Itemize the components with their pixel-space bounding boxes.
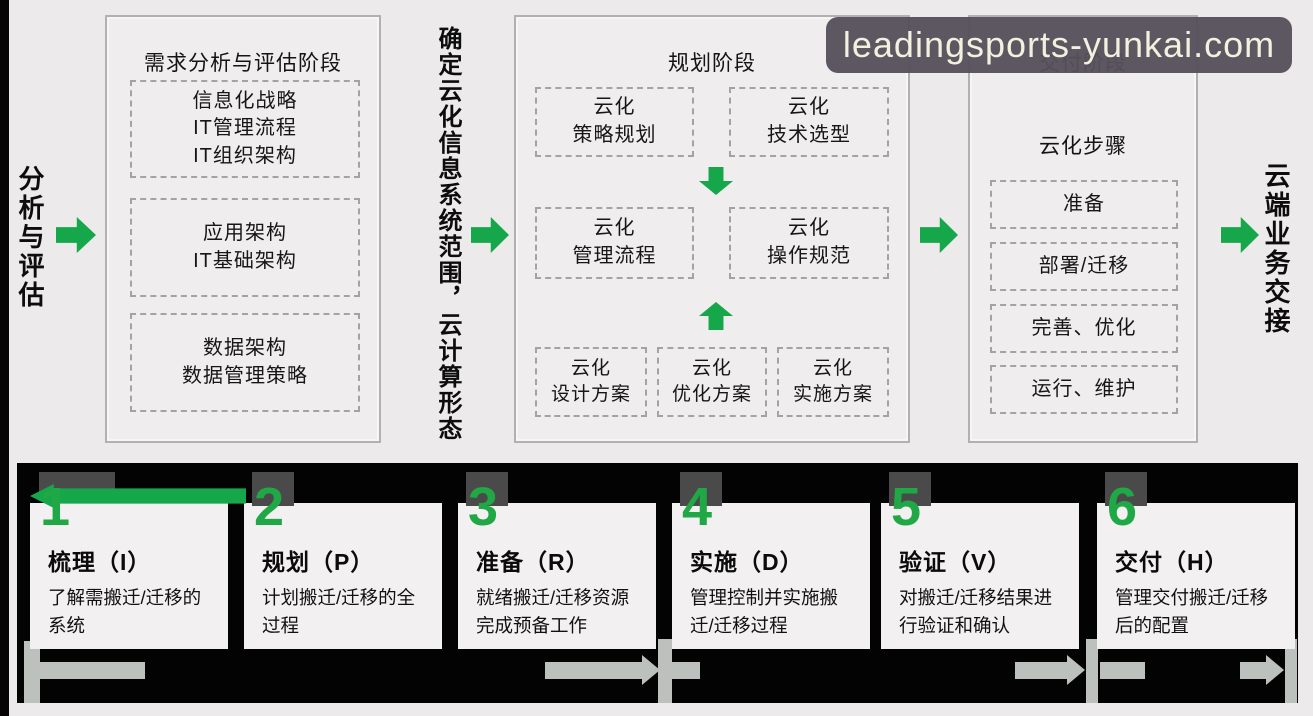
step-card-3: 准备（R） 就绪搬迁/迁移资源完成预备工作 [458,503,656,649]
phase2-item-line: 优化方案 [671,384,752,405]
bottom-steps-band: 1 2 3 4 5 6 梳理（I） 了解需搬迁/迁移的系统 规划（P） 计划搬迁… [17,463,1298,703]
step-desc: 就绪搬迁/迁移资源完成预备工作 [476,587,630,636]
step-number-5: 5 [891,477,922,537]
flow-arrow-right-icon-1 [56,217,96,253]
phase1-item-architecture: 应用架构 IT基础架构 [130,198,360,297]
phase2-item-line: 云化 [788,217,830,240]
phase2-item-line: 云化 [812,357,853,379]
gray-connector-bar [40,662,145,679]
phase3-step-prepare: 准备 [990,180,1178,229]
digit-backdrop [889,472,931,506]
step-title: 交付（H） [1115,549,1229,575]
phase2-planning-box: 规划阶段 云化 策略规划 云化 技术选型 云化 管理流程 云化 操作规范 云化 … [514,15,910,443]
arrow-down-icon [699,167,733,195]
step-number-1: 1 [40,477,71,537]
gray-connector-bar [1240,662,1266,679]
step-number-3: 3 [468,477,499,537]
phase2-tech-selection: 云化 技术选型 [729,87,889,157]
phase3-subtitle: 云化步骤 [1039,135,1127,158]
phase1-item-line: IT基础架构 [193,249,297,272]
phase2-item-line: 策略规划 [572,124,657,146]
phase3-step-optimize: 完善、优化 [990,304,1178,353]
step-desc: 管理控制并实施搬迁/迁移过程 [690,587,839,636]
step-number-4: 4 [682,477,713,537]
phase2-item-line: 管理流程 [572,245,657,267]
flow-arrow-right-icon-4 [1221,217,1259,253]
gray-connector-bar [1285,639,1297,703]
phase1-item-line: 数据管理策略 [182,364,308,387]
step-card-5: 验证（V） 对搬迁/迁移结果进行验证和确认 [881,503,1079,649]
gray-arrowhead-icon [1067,655,1085,685]
step-title: 梳理（I） [48,549,152,575]
phase2-operation-spec: 云化 操作规范 [729,207,889,279]
bridge-label-cloud-scope: 确定云化信息系统范围，云计算形态 [434,26,461,442]
step-title: 规划（P） [262,549,375,575]
digit-backdrop [680,472,722,506]
digit-backdrop [1105,472,1147,506]
phase3-step-line: 运行、维护 [1031,377,1137,400]
phase3-step-deploy: 部署/迁移 [990,242,1178,291]
phase3-delivery-box: 交付阶段 云化步骤 准备 部署/迁移 完善、优化 运行、维护 [968,15,1198,443]
digit-backdrop [466,472,508,506]
arrow-up-icon [699,302,733,330]
step-number-2: 2 [254,477,285,537]
phase1-title: 需求分析与评估阶段 [144,52,342,75]
gray-connector-bar [545,662,642,679]
step-title: 实施（D） [690,549,804,575]
phase1-item-line: 信息化战略 [192,89,298,112]
phase1-item-data: 数据架构 数据管理策略 [130,313,360,412]
phase3-step-line: 准备 [1063,192,1105,215]
phase2-optimization-plan: 云化 优化方案 [657,347,767,417]
gray-connector-bar [24,641,40,703]
gray-connector-bar [1015,662,1067,679]
gray-connector-bar [658,639,672,703]
watermark: leadingsports-yunkai.com [826,17,1292,73]
flow-label-cloud-handover: 云端业务交接 [1261,161,1291,336]
phase2-item-line: 技术选型 [767,124,851,146]
phase2-item-line: 实施方案 [792,384,873,405]
phase2-item-line: 云化 [593,217,636,240]
gray-connector-bar [672,662,700,679]
phase2-item-line: 云化 [570,357,611,379]
phase1-item-line: IT管理流程 [193,117,297,140]
phase1-item-line: IT组织架构 [193,144,297,167]
phase1-item-line: 应用架构 [203,221,287,244]
step-desc: 对搬迁/迁移结果进行验证和确认 [899,587,1053,636]
step-card-1: 梳理（I） 了解需搬迁/迁移的系统 [30,503,228,649]
phase1-item-strategy: 信息化战略 IT管理流程 IT组织架构 [130,80,360,178]
phase2-item-line: 云化 [593,96,636,119]
phase3-step-line: 完善、优化 [1031,316,1137,339]
phase2-management-process: 云化 管理流程 [535,207,694,279]
phase1-item-line: 数据架构 [203,336,287,359]
phase3-step-line: 部署/迁移 [1038,254,1130,277]
phase2-item-line: 云化 [691,357,732,379]
step-card-6: 交付（H） 管理交付搬迁/迁移后的配置 [1097,503,1295,649]
step-title: 准备（R） [476,549,590,575]
step-title: 验证（V） [899,549,1012,575]
flow-label-analysis-evaluation: 分析与评估 [15,164,45,310]
step-desc: 计划搬迁/迁移的全过程 [262,587,416,636]
gray-connector-bar [1086,639,1098,703]
step-number-6: 6 [1107,477,1138,537]
phase2-title: 规划阶段 [668,52,756,75]
phase2-item-line: 操作规范 [767,245,851,267]
phase2-item-line: 设计方案 [550,384,631,405]
step-card-4: 实施（D） 管理控制并实施搬迁/迁移过程 [672,503,870,649]
step-desc: 管理交付搬迁/迁移后的配置 [1115,587,1269,636]
left-edge-strip [0,0,9,716]
step-card-2: 规划（P） 计划搬迁/迁移的全过程 [244,503,442,649]
step-desc: 了解需搬迁/迁移的系统 [48,587,202,636]
gray-arrowhead-icon [1266,655,1284,685]
phase2-item-line: 云化 [788,96,830,119]
phase3-step-operate: 运行、维护 [990,365,1178,414]
phase1-requirements-box: 需求分析与评估阶段 信息化战略 IT管理流程 IT组织架构 应用架构 IT基础架… [105,15,381,443]
gray-connector-bar [1100,662,1145,679]
flow-arrow-right-icon-3 [920,217,958,253]
phase2-implementation-plan: 云化 实施方案 [777,347,889,417]
phase2-design-plan: 云化 设计方案 [535,347,647,417]
flow-arrow-right-icon-2 [471,217,509,253]
digit-backdrop [252,472,294,506]
phase2-strategy-planning: 云化 策略规划 [535,87,694,157]
